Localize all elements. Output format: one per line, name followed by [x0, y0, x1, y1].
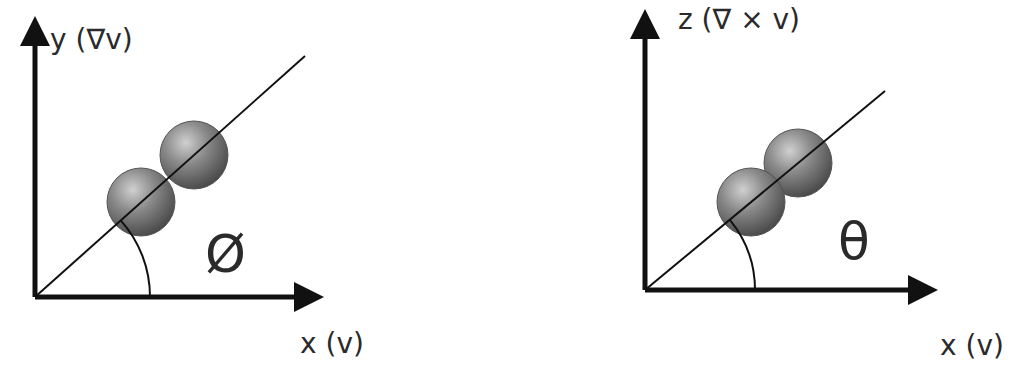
axis-label: y (∇v) — [50, 26, 133, 54]
angle-arc — [730, 220, 755, 290]
angle-arc — [121, 220, 150, 297]
molecule-axis — [35, 56, 305, 297]
axis-label: x (v) — [940, 332, 1004, 360]
angle-symbol: Ø — [205, 228, 246, 280]
axis-label: x (v) — [300, 330, 364, 358]
right-axes — [645, 15, 932, 290]
axis-label: z (∇ × v) — [678, 6, 800, 34]
molecule-axis — [645, 91, 885, 290]
left-axes — [35, 22, 318, 297]
angle-symbol: θ — [838, 215, 870, 267]
